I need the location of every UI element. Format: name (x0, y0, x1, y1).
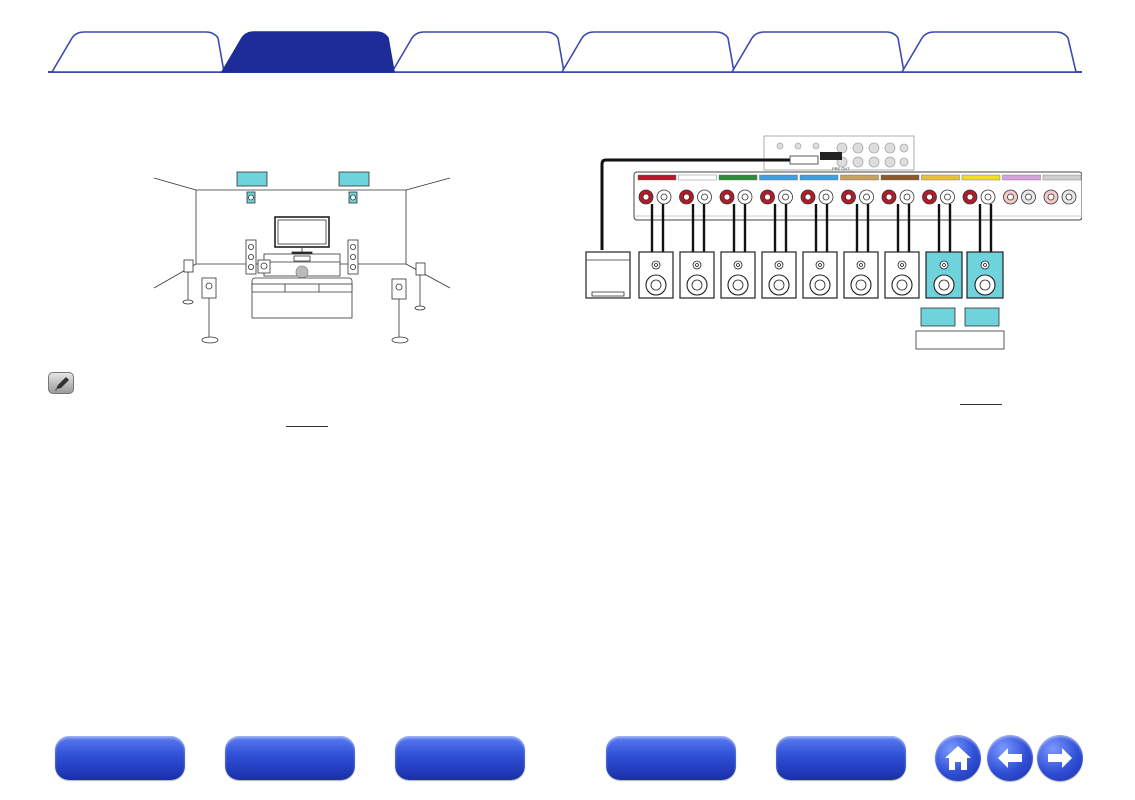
back-button[interactable] (987, 735, 1033, 781)
channel-bar (880, 174, 920, 181)
pencil-icon (48, 372, 74, 394)
channel-color-bars (637, 174, 1082, 181)
page-link-underline-right[interactable] (960, 404, 1002, 405)
tab-bar-graphic (48, 31, 1082, 73)
svg-text:PRE OUT: PRE OUT (832, 166, 850, 171)
tab-4[interactable] (570, 32, 730, 72)
channel-bar (799, 174, 839, 181)
front-height-right-highlight (338, 171, 370, 187)
nav-button-3[interactable] (395, 736, 525, 780)
channel-bar (1042, 174, 1082, 181)
front-height-left-tag (920, 307, 956, 327)
home-button[interactable] (935, 735, 981, 781)
channel-bar (678, 174, 717, 181)
wiring-illustration: PRE OUT (585, 135, 1083, 350)
speaker-boxes (638, 204, 1004, 299)
tab-bar (0, 0, 1135, 80)
nav-button-1[interactable] (55, 736, 185, 780)
speaker-layout-diagram (148, 160, 458, 350)
forward-button[interactable] (1037, 735, 1083, 781)
channel-bar (759, 174, 798, 181)
tab-1[interactable] (60, 32, 220, 72)
arrow-right-icon (1048, 748, 1072, 768)
arrow-left-icon (998, 748, 1022, 768)
tab-5[interactable] (740, 32, 900, 72)
nav-button-5[interactable] (776, 736, 906, 780)
subwoofer-body (585, 251, 631, 299)
channel-bar (840, 174, 879, 181)
channel-bar (718, 174, 758, 181)
channel-bar (961, 174, 1001, 181)
speaker-group-label-box (915, 330, 1005, 350)
front-height-right-tag (964, 307, 1000, 327)
home-icon (945, 746, 971, 770)
nav-button-2[interactable] (225, 736, 355, 780)
speaker-wiring-diagram: PRE OUT (582, 132, 1083, 354)
tab-2-active[interactable] (230, 32, 390, 72)
nav-button-4[interactable] (606, 736, 736, 780)
tab-6[interactable] (910, 32, 1070, 72)
channel-bar (1002, 174, 1041, 181)
channel-bar (921, 174, 960, 181)
speaker-terminals (638, 189, 1077, 205)
room-illustration (153, 171, 451, 344)
front-height-left-highlight (236, 171, 268, 187)
tab-3[interactable] (400, 32, 560, 72)
channel-bar (637, 174, 677, 181)
page-link-underline-left[interactable] (286, 426, 328, 427)
